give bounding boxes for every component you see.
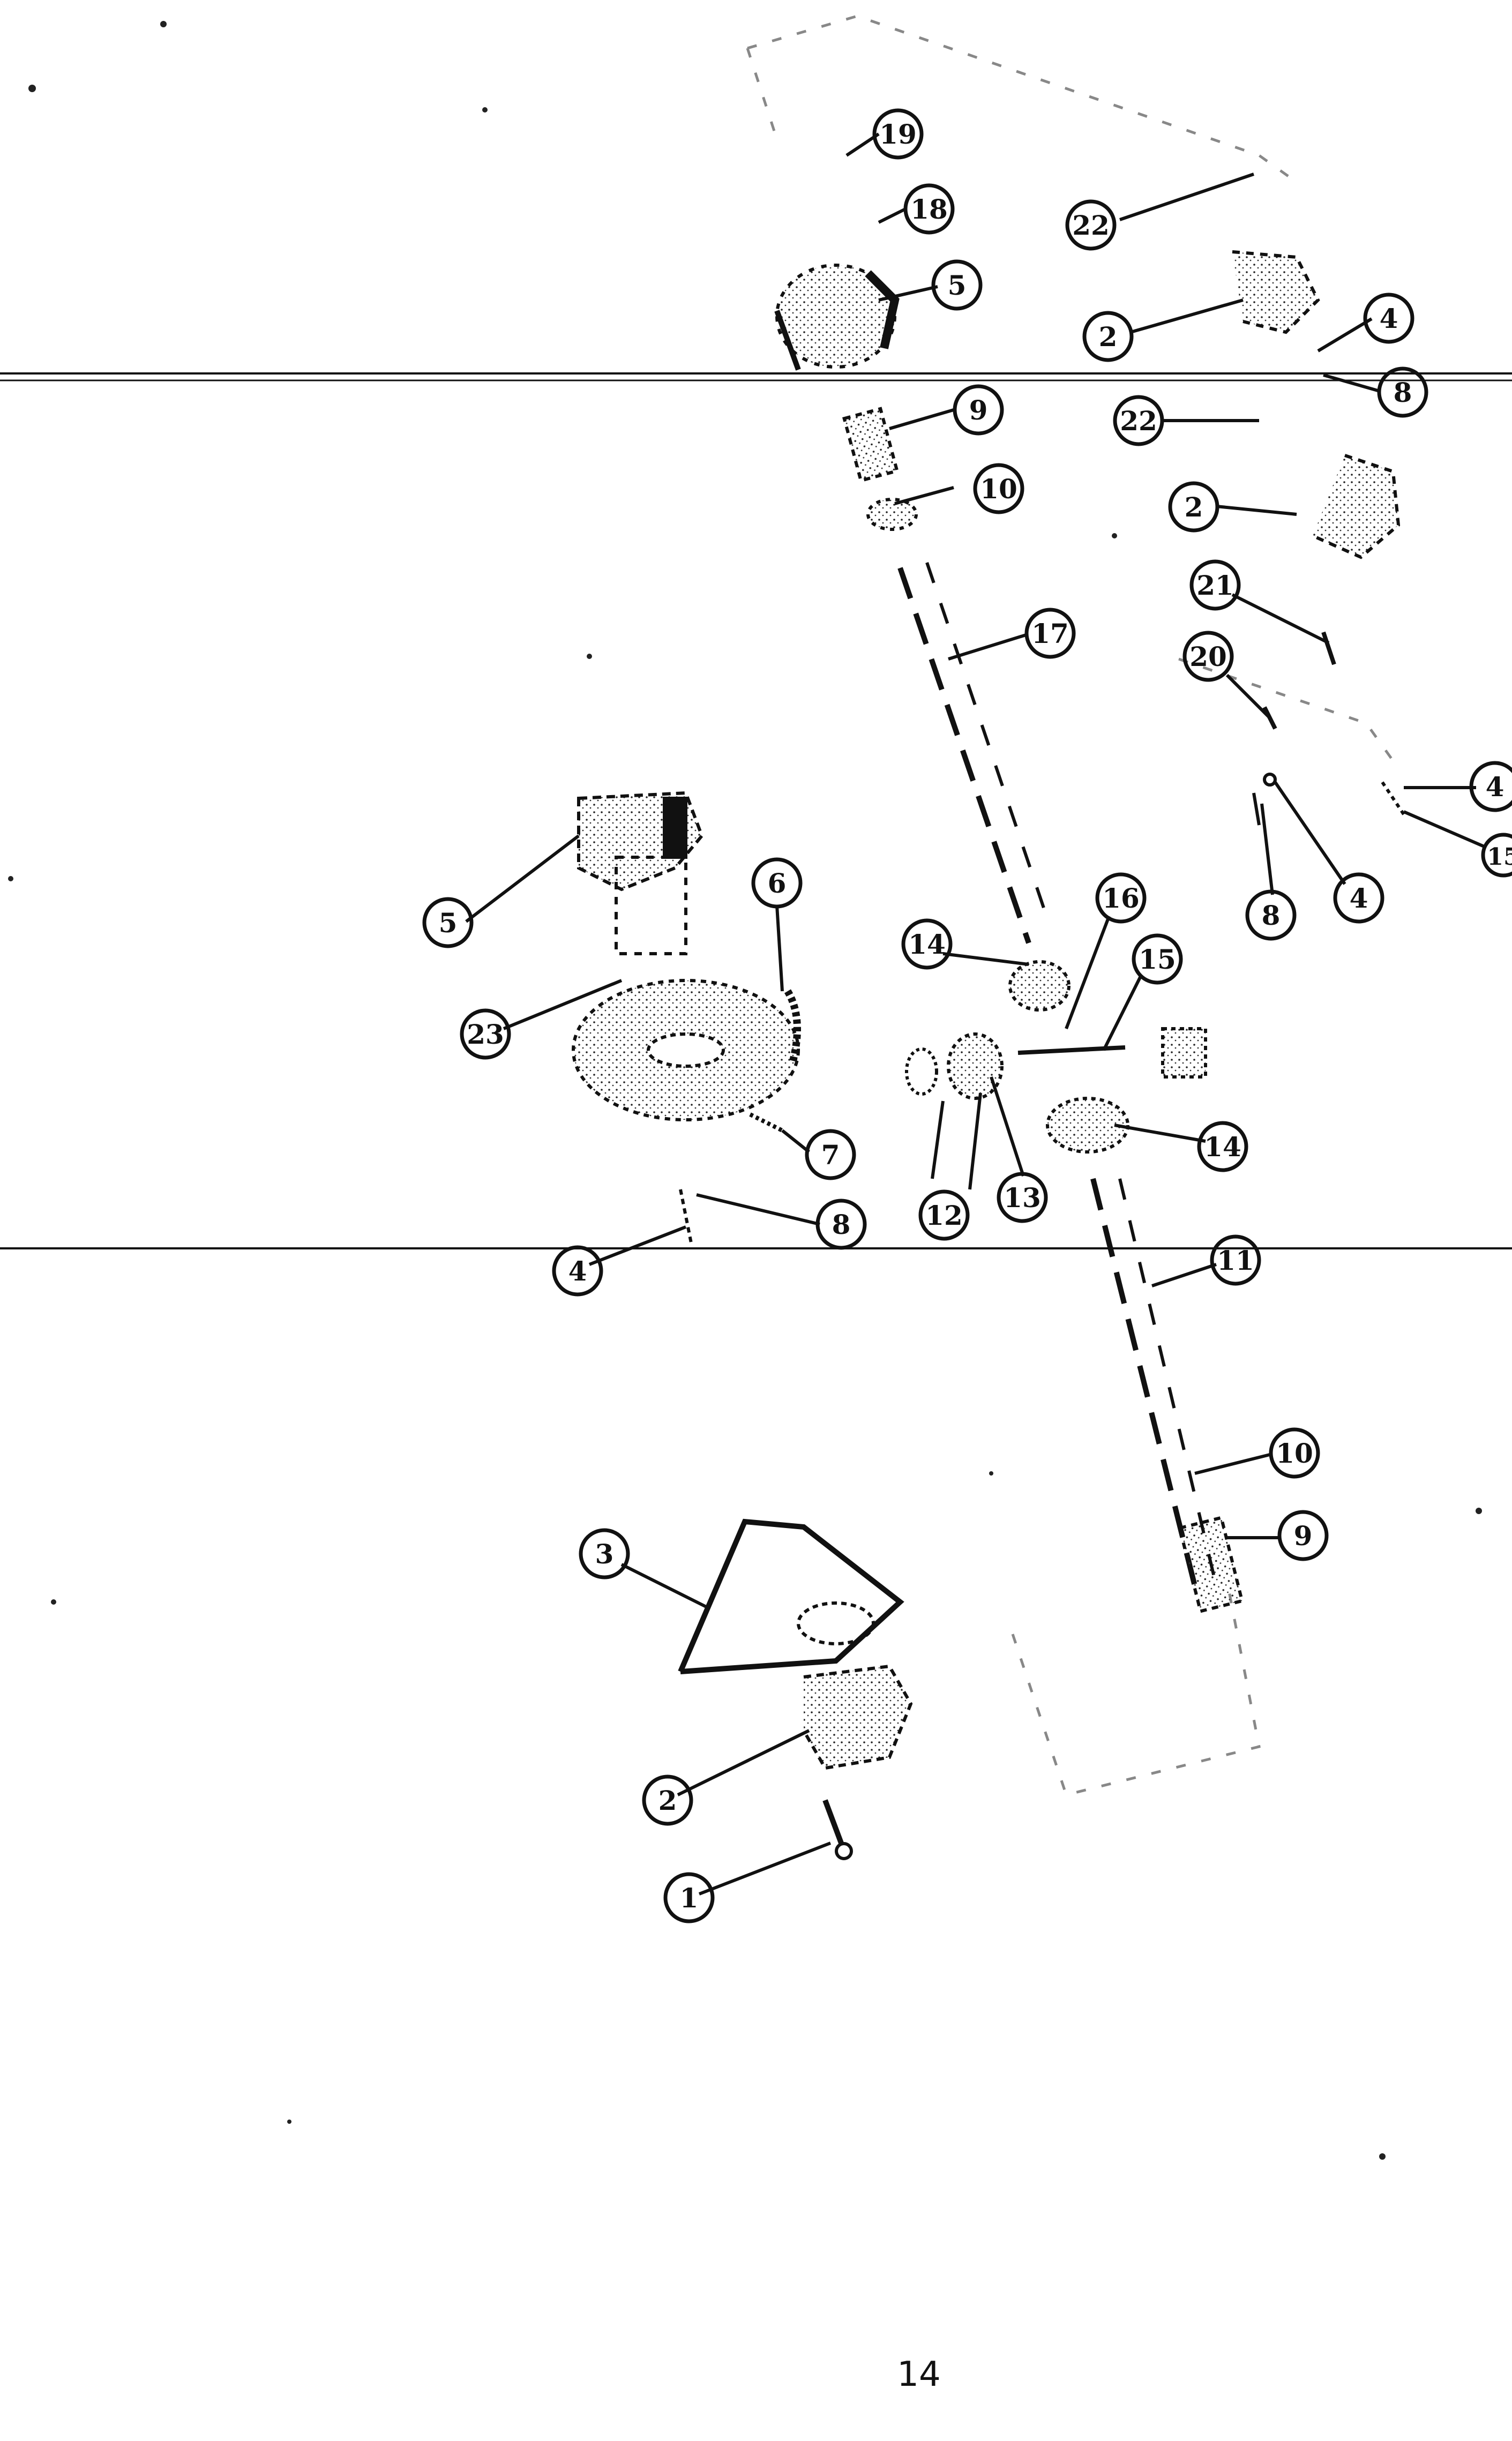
callout-14-upper: 14 bbox=[901, 918, 953, 970]
callout-label: 10 bbox=[980, 473, 1017, 505]
callout-19: 19 bbox=[872, 108, 924, 160]
callout-label: 7 bbox=[821, 1139, 840, 1171]
callout-label: 9 bbox=[1294, 1520, 1313, 1552]
callout-label: 21 bbox=[1196, 570, 1234, 601]
callout-20: 20 bbox=[1182, 631, 1234, 682]
callout-21: 21 bbox=[1189, 559, 1241, 611]
left-bevel-gear bbox=[577, 791, 704, 955]
callout-5-left: 5 bbox=[422, 897, 474, 948]
callout-4-upper-right: 4 bbox=[1363, 293, 1414, 344]
callout-12: 12 bbox=[918, 1189, 970, 1241]
callout-label: 5 bbox=[948, 269, 967, 301]
callout-3: 3 bbox=[579, 1528, 630, 1579]
callout-label: 17 bbox=[1031, 618, 1069, 649]
callout-label: 15 bbox=[1487, 843, 1512, 871]
callout-14-lower: 14 bbox=[1197, 1121, 1248, 1172]
scan-specks bbox=[8, 21, 1482, 2160]
upper-bearing-parts bbox=[842, 407, 918, 531]
upper-bevel-gear bbox=[774, 264, 900, 371]
callout-label: 4 bbox=[1350, 882, 1368, 914]
callout-18: 18 bbox=[903, 183, 955, 235]
callout-10-upper: 10 bbox=[973, 463, 1024, 514]
callout-label: 12 bbox=[925, 1200, 963, 1231]
callout-label: 2 bbox=[658, 1785, 677, 1816]
callout-15-right-edge: 15 bbox=[1481, 833, 1512, 878]
callout-label: 10 bbox=[1276, 1437, 1313, 1469]
leader-lines bbox=[465, 132, 1485, 1896]
callout-label: 6 bbox=[768, 867, 787, 899]
parts-illustrations bbox=[572, 250, 1405, 1860]
callout-label: 15 bbox=[1139, 944, 1176, 975]
callout-4-right: 4 bbox=[1333, 872, 1384, 924]
callout-label: 14 bbox=[908, 929, 946, 960]
callout-label: 14 bbox=[1204, 1131, 1241, 1163]
callout-label: 2 bbox=[1185, 491, 1203, 523]
callout-9-upper: 9 bbox=[953, 384, 1004, 436]
callout-label: 4 bbox=[1486, 771, 1504, 803]
callout-4-lower-left: 4 bbox=[552, 1245, 603, 1297]
callout-16: 16 bbox=[1095, 872, 1147, 924]
callout-label: 18 bbox=[910, 193, 948, 225]
callout-label: 9 bbox=[969, 394, 988, 426]
callout-label: 16 bbox=[1102, 882, 1140, 914]
callout-label: 8 bbox=[832, 1209, 851, 1240]
callout-label: 2 bbox=[1099, 321, 1118, 353]
middle-gear-assembly bbox=[905, 960, 1207, 1154]
callout-9-lower: 9 bbox=[1277, 1510, 1329, 1561]
spur-gear bbox=[572, 979, 801, 1121]
callout-label: 19 bbox=[879, 118, 917, 150]
callout-8-lower: 8 bbox=[815, 1199, 867, 1250]
callout-13: 13 bbox=[997, 1172, 1048, 1223]
upper-shaft bbox=[897, 562, 1052, 944]
callout-label: 22 bbox=[1120, 405, 1157, 437]
callout-2-upper: 2 bbox=[1082, 311, 1134, 362]
callout-8-upper-right: 8 bbox=[1377, 366, 1428, 418]
callout-label: 4 bbox=[568, 1255, 587, 1287]
callout-5-upper: 5 bbox=[931, 259, 983, 311]
callout-label: 22 bbox=[1072, 209, 1110, 241]
callout-2-lower: 2 bbox=[642, 1774, 693, 1826]
page-number: 14 bbox=[897, 2355, 941, 2394]
callout-label: 3 bbox=[595, 1538, 614, 1570]
callout-label: 11 bbox=[1217, 1245, 1254, 1276]
callout-label: 4 bbox=[1380, 303, 1398, 334]
callout-label: 8 bbox=[1394, 377, 1412, 408]
callout-label: 8 bbox=[1262, 900, 1281, 931]
callout-22-middle: 22 bbox=[1113, 395, 1164, 446]
callout-15: 15 bbox=[1132, 933, 1183, 985]
callout-label: 23 bbox=[467, 1019, 504, 1050]
horizontal-rule-lines bbox=[0, 372, 1512, 1249]
callout-11: 11 bbox=[1210, 1234, 1261, 1286]
callout-label: 13 bbox=[1004, 1182, 1041, 1214]
lower-shaft bbox=[1090, 1178, 1244, 1613]
callout-1: 1 bbox=[663, 1872, 715, 1923]
callout-2-middle: 2 bbox=[1168, 481, 1219, 533]
callout-8-right: 8 bbox=[1245, 889, 1297, 941]
callout-4-right-edge: 4 bbox=[1469, 761, 1512, 812]
callout-10-lower: 10 bbox=[1269, 1427, 1320, 1479]
lower-bracket-assembly bbox=[678, 1518, 913, 1860]
faded-frame-outline bbox=[746, 14, 1395, 1796]
callout-7: 7 bbox=[805, 1129, 856, 1180]
callout-17: 17 bbox=[1024, 608, 1076, 659]
callout-label: 20 bbox=[1189, 641, 1227, 672]
small-hardware-parts bbox=[679, 781, 1405, 1244]
callout-6: 6 bbox=[751, 857, 803, 909]
callout-22-upper: 22 bbox=[1065, 199, 1117, 251]
callout-label: 1 bbox=[680, 1882, 699, 1914]
callout-23: 23 bbox=[460, 1008, 511, 1060]
right-gear-parts bbox=[1232, 250, 1401, 826]
callout-label: 5 bbox=[439, 907, 458, 939]
